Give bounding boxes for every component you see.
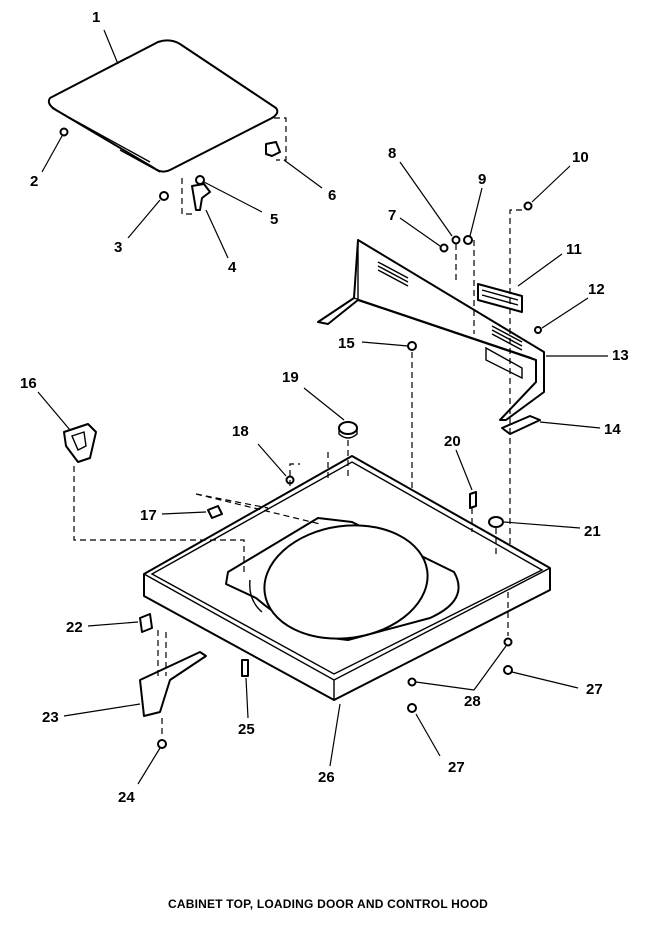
callout-9: 9 <box>478 171 486 188</box>
callout-25: 25 <box>238 721 255 738</box>
callout-24: 24 <box>118 789 135 806</box>
callout-4: 4 <box>228 259 237 276</box>
callout-27a: 27 <box>586 681 603 698</box>
decal-11 <box>477 283 523 313</box>
hinge-pin <box>191 183 211 211</box>
clip-22 <box>139 613 153 633</box>
screw-24 <box>157 739 167 749</box>
screw-8 <box>451 235 461 245</box>
callout-1: 1 <box>92 9 100 26</box>
nut-9 <box>463 235 473 245</box>
callout-6: 6 <box>328 187 336 204</box>
latch-16 <box>63 423 97 463</box>
foot-27b <box>503 665 513 675</box>
screw-12 <box>534 326 542 334</box>
callout-19: 19 <box>282 369 299 386</box>
callout-21: 21 <box>584 523 601 540</box>
callout-23: 23 <box>42 709 59 726</box>
callout-numbers: 1 2 3 4 5 6 7 8 9 10 11 12 13 14 15 16 1… <box>20 9 629 806</box>
callout-27b: 27 <box>448 759 465 776</box>
washer-28b <box>503 637 513 647</box>
screw-2 <box>59 127 69 137</box>
leader-lines <box>37 29 608 785</box>
screw-3 <box>159 191 169 201</box>
diagram-caption: CABINET TOP, LOADING DOOR AND CONTROL HO… <box>168 897 488 911</box>
hinge-bracket <box>265 141 281 157</box>
washer-15 <box>407 341 417 351</box>
bracket-23 <box>139 651 207 717</box>
callout-7: 7 <box>388 207 396 224</box>
screw-25 <box>241 659 249 677</box>
cabinet-top <box>143 455 551 701</box>
callout-14: 14 <box>604 421 621 438</box>
control-hood <box>317 239 545 421</box>
clip-10 <box>523 201 533 211</box>
callout-3: 3 <box>114 239 122 256</box>
callout-12: 12 <box>588 281 605 298</box>
cap-21 <box>488 516 504 528</box>
callout-28: 28 <box>464 693 481 710</box>
callout-2: 2 <box>30 173 38 190</box>
clip-17 <box>207 505 223 519</box>
screw-5 <box>195 175 205 185</box>
washer-28a <box>407 677 417 687</box>
screw-20 <box>469 491 477 509</box>
grommet-19 <box>338 421 358 435</box>
callout-16: 16 <box>20 375 37 392</box>
callout-18: 18 <box>232 423 249 440</box>
callout-10: 10 <box>572 149 589 166</box>
bracket-14 <box>501 415 541 435</box>
foot-27a <box>407 703 417 713</box>
callout-22: 22 <box>66 619 83 636</box>
screw-7 <box>439 243 449 253</box>
callout-13: 13 <box>612 347 629 364</box>
callout-11: 11 <box>566 241 582 258</box>
callout-15: 15 <box>338 335 355 352</box>
callout-8: 8 <box>388 145 396 162</box>
callout-5: 5 <box>270 211 278 228</box>
loading-door <box>47 39 279 173</box>
callout-26: 26 <box>318 769 335 786</box>
callout-17: 17 <box>140 507 157 524</box>
callout-20: 20 <box>444 433 461 450</box>
